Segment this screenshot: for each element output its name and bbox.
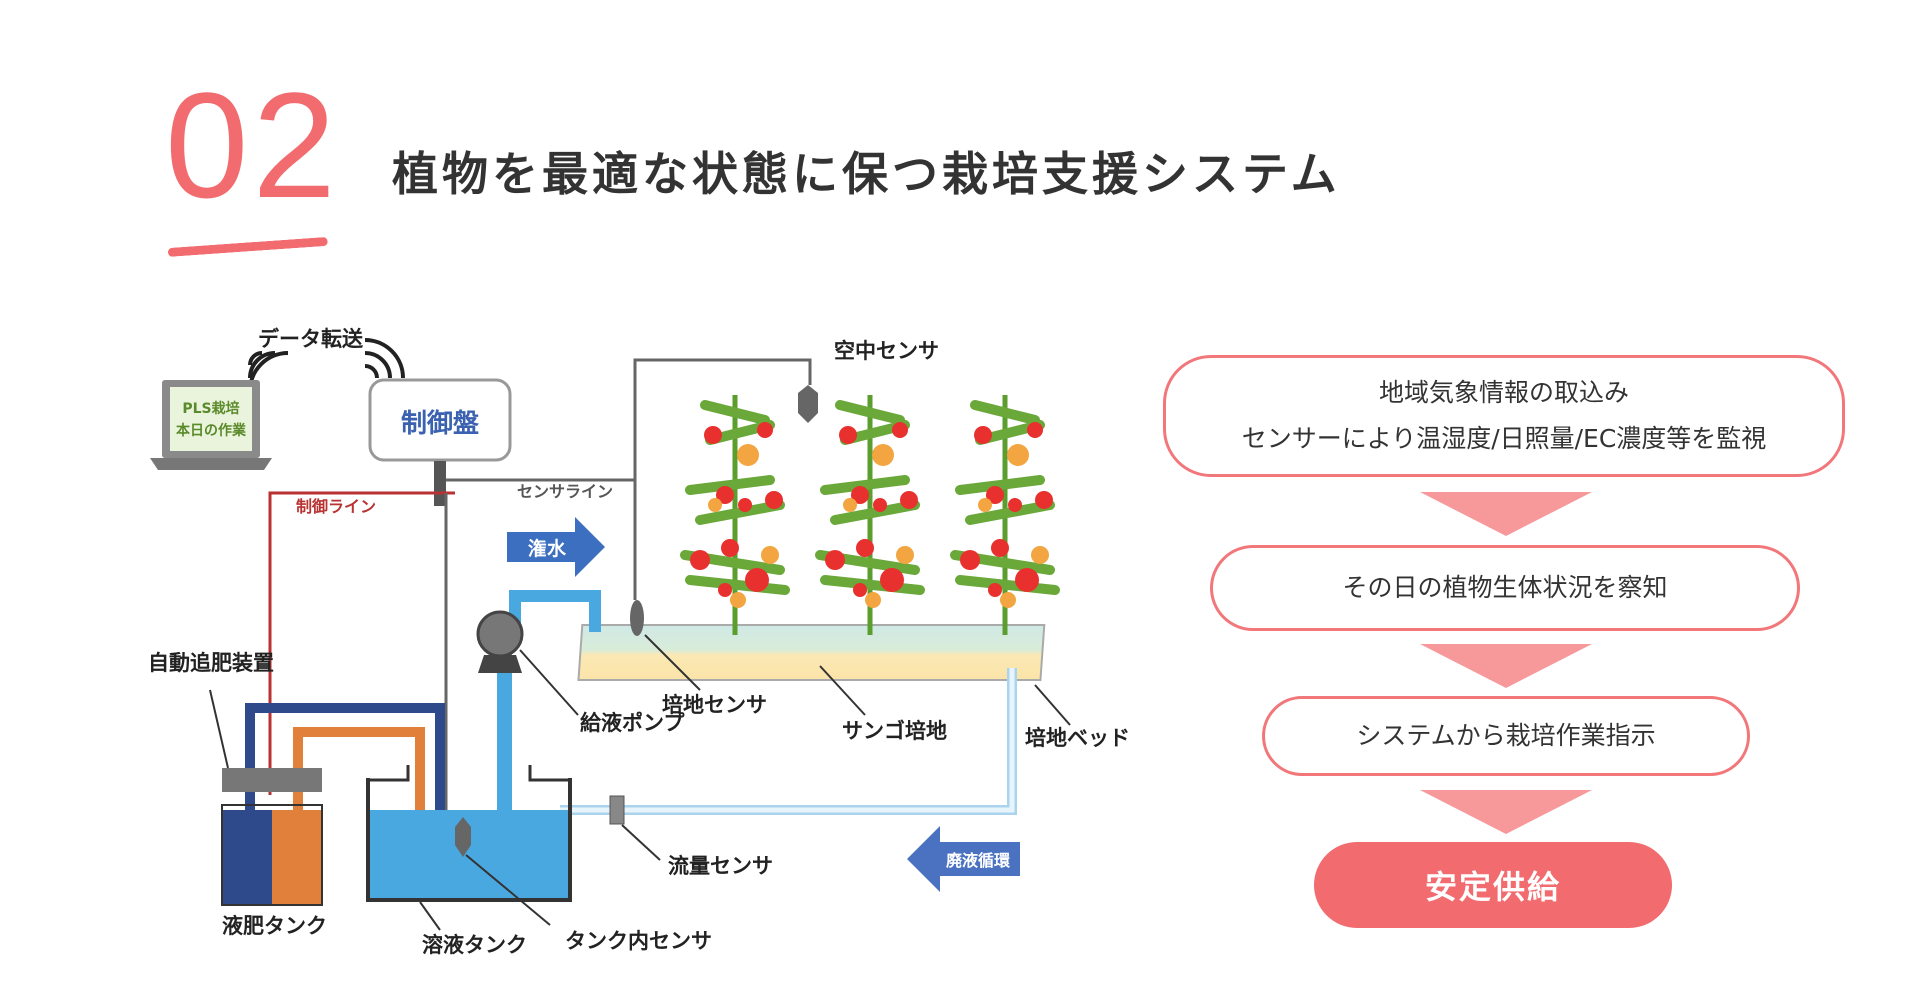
control-panel: 制御盤 [368,378,512,506]
air-sensor-icon [798,385,818,423]
wifi-right-icon [364,338,405,379]
bed-sensor-label: 培地センサ [662,693,767,717]
plant-bed [577,624,1046,681]
result-stable-supply: 安定供給 [1314,842,1672,928]
solution-tank-label: 溶液タンク [422,933,527,957]
flow-step-detect-label: その日の植物生体状況を察知 [1342,573,1668,602]
tomato-plant-1 [680,395,790,635]
waste-circulation-arrow-icon [907,826,1020,892]
laptop-screen-line2: 本日の作業 [176,422,247,439]
bed-label: 培地ベッド [1025,726,1130,750]
tomato-plant-3 [950,395,1060,635]
flow-sensor-icon [609,795,625,825]
flow-step-detect: その日の植物生体状況を察知 [1210,545,1800,631]
tank-sensor-label: タンク内センサ [565,929,712,953]
laptop-icon: PLS栽培 本日の作業 [150,380,272,470]
flow-sensor-label: 流量センサ [668,854,773,878]
fertilizer-tank-label: 液肥タンク [222,914,327,938]
control-line [268,491,455,795]
control-panel-label: 制御盤 [401,408,480,439]
coral-medium-label: サンゴ培地 [842,719,947,743]
flow-step-instruction-label: システムから栽培作業指示 [1356,721,1656,750]
flow-step-monitoring-line2: センサーにより温湿度/日照量/EC濃度等を監視 [1241,424,1767,453]
fertilizer-tanks [221,804,323,906]
tank-sensor-icon [455,817,471,857]
bed-sensor-icon [630,600,644,636]
control-line-label: 制御ライン [296,497,376,516]
auto-fertilizer-label: 自動追肥装置 [148,651,274,675]
supply-pump-icon [476,610,524,673]
irrigation-label: 潅水 [528,537,567,560]
flow-step-monitoring-line1: 地域気象情報の取込み [1378,378,1629,407]
navy-feed-pipe [245,703,445,820]
auto-fertilizer-device [222,768,322,792]
flow-down-arrow-1 [1420,492,1592,536]
flow-step-instruction: システムから栽培作業指示 [1262,696,1750,776]
tomato-plant-2 [815,395,925,635]
sensor-line-label: センサライン [517,482,613,501]
flow-down-arrow-2 [1420,644,1592,688]
supply-pump-label: 給液ポンプ [580,711,685,735]
flow-down-arrow-3 [1420,790,1592,834]
data-transfer-label: データ転送 [258,327,364,351]
air-sensor-label: 空中センサ [834,339,939,363]
page-title: 植物を最適な状態に保つ栽培支援システム [392,147,1341,201]
waste-circulation-label: 廃液循環 [946,851,1011,870]
section-number: 02 [165,61,340,229]
laptop-screen-line1: PLS栽培 [182,400,239,417]
flow-step-monitoring: 地域気象情報の取込み センサーにより温湿度/日照量/EC濃度等を監視 [1163,355,1845,477]
irrigation-arrow-icon [507,517,605,577]
